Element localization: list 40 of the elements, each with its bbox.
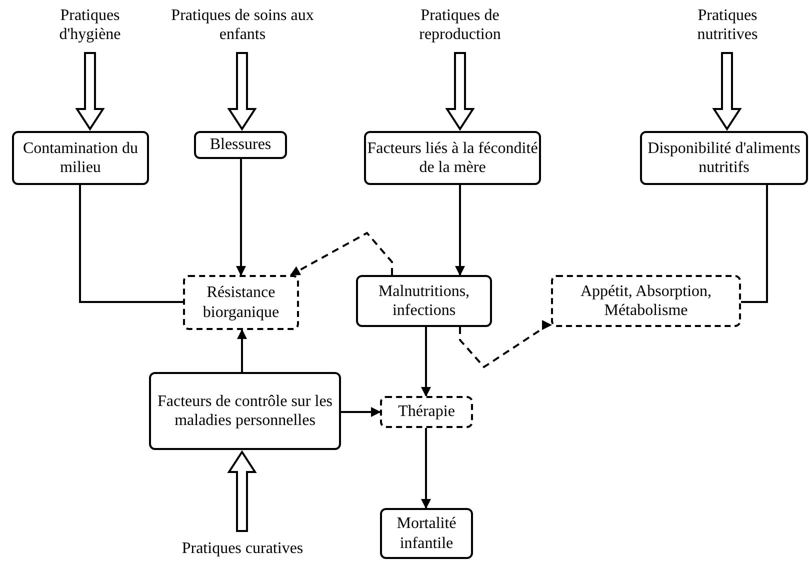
practice-label: Pratiques curatives	[182, 539, 304, 559]
box-label: Facteurs de contrôle sur les maladies personnelles	[156, 392, 334, 430]
box-label: Mortalité infantile	[396, 514, 458, 553]
hollow-arrow	[712, 52, 742, 131]
hollow-arrow	[227, 52, 257, 131]
process-box	[356, 275, 492, 327]
dashed-box	[183, 275, 299, 330]
practice-label: Pratiques de reproduction	[418, 6, 502, 44]
process-box	[194, 131, 287, 159]
box-label: Appétit, Absorption, Métabolisme	[579, 282, 713, 320]
dashed-arrow	[290, 232, 393, 276]
practice-label: Pratiques nutritives	[696, 6, 759, 44]
connector-line	[741, 185, 768, 303]
dashed-box	[551, 275, 741, 327]
dashed-box	[380, 396, 473, 428]
box-label: Résistance biorganique	[202, 283, 280, 322]
hollow-arrow	[445, 52, 475, 131]
arrow	[237, 329, 247, 372]
box-label: Facteurs liés à la fécondité de la mère	[366, 138, 539, 178]
process-box	[640, 131, 808, 185]
practice-label: Pratiques d'hygiène	[58, 6, 122, 44]
process-box	[149, 372, 341, 450]
box-label: Blessures	[210, 135, 272, 155]
arrow	[421, 428, 431, 509]
arrow	[421, 327, 431, 397]
process-box	[12, 131, 149, 185]
box-label: Malnutritions, infections	[377, 282, 471, 320]
box-label: Contamination du milieu	[22, 138, 140, 178]
process-box	[380, 508, 473, 559]
connector-line	[79, 185, 183, 303]
hollow-arrow	[227, 450, 257, 532]
dashed-arrow	[459, 320, 552, 368]
practice-label: Pratiques de soins aux enfants	[170, 6, 315, 44]
arrow	[236, 159, 246, 276]
box-label: Thérapie	[398, 402, 455, 422]
process-box	[364, 131, 541, 185]
arrow	[455, 185, 465, 276]
hollow-arrow	[75, 52, 105, 131]
box-label: Disponibilité d'aliments nutritifs	[646, 138, 802, 178]
arrow	[341, 407, 381, 417]
